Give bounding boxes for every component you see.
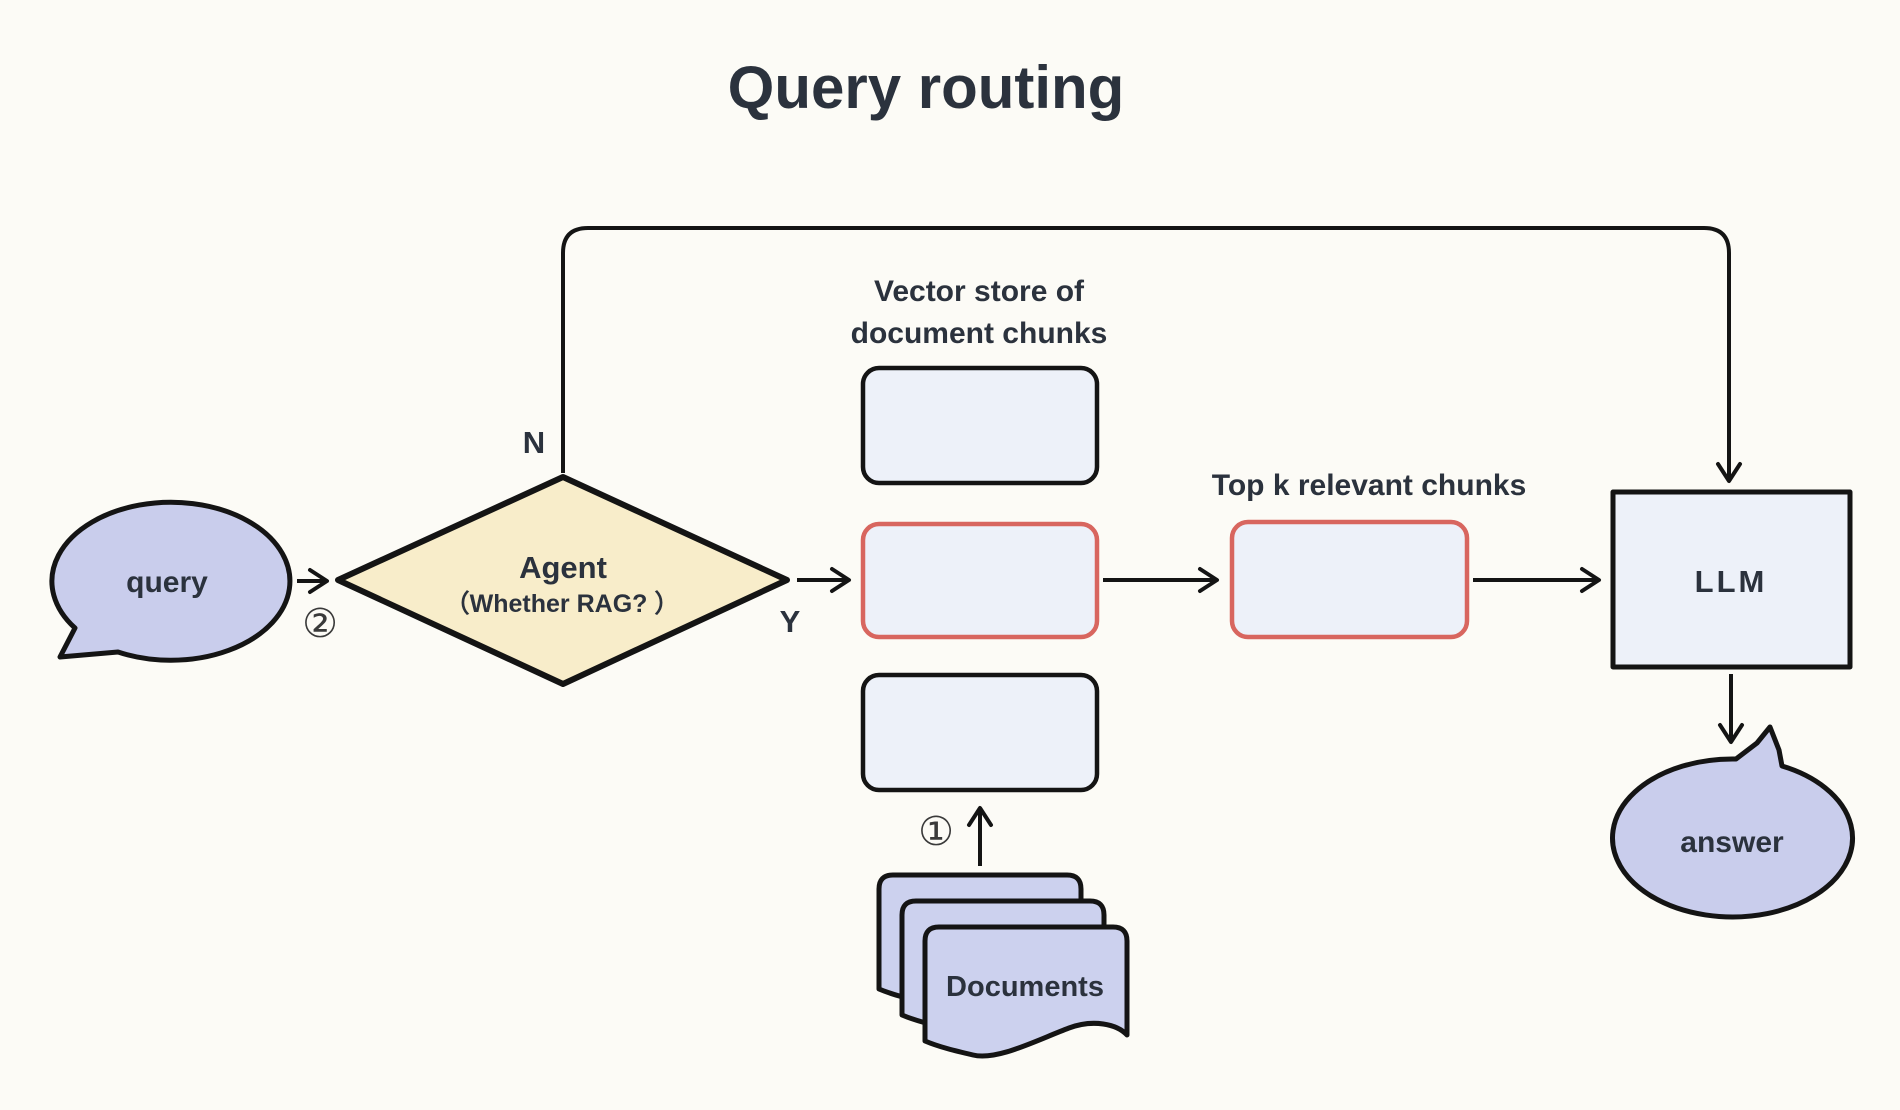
llm-label: LLM	[1695, 564, 1768, 599]
agent-decision-diamond	[335, 474, 790, 687]
agent-sublabel: （Whether RAG? ）	[445, 589, 680, 618]
documents-stack: Documents	[876, 872, 1130, 1059]
query-bubble	[49, 499, 293, 663]
vector-store-box-top	[860, 365, 1100, 486]
vector-store-box-middle	[860, 521, 1100, 640]
llm-box	[1610, 489, 1853, 670]
topk-box	[1229, 519, 1470, 640]
step-2-badge: ②	[302, 602, 338, 646]
query-label: query	[126, 566, 208, 599]
branch-yes-label: Y	[780, 604, 801, 639]
answer-bubble	[1610, 724, 1855, 920]
branch-no-label: N	[523, 425, 545, 460]
document-shape-front	[922, 924, 1130, 1059]
documents-label: Documents	[946, 971, 1104, 1003]
agent-label: Agent	[519, 550, 607, 585]
vector-store-caption-line1: Vector store of	[874, 275, 1085, 308]
step-1-badge: ①	[918, 810, 954, 854]
vector-store-box-bottom	[860, 672, 1100, 793]
topk-caption: Top k relevant chunks	[1212, 469, 1527, 502]
vector-store-caption-line2: document chunks	[851, 317, 1108, 350]
arrow-agent-no-to-llm	[561, 226, 1742, 483]
answer-label: answer	[1680, 826, 1784, 859]
diagram-title: Query routing	[728, 54, 1125, 121]
